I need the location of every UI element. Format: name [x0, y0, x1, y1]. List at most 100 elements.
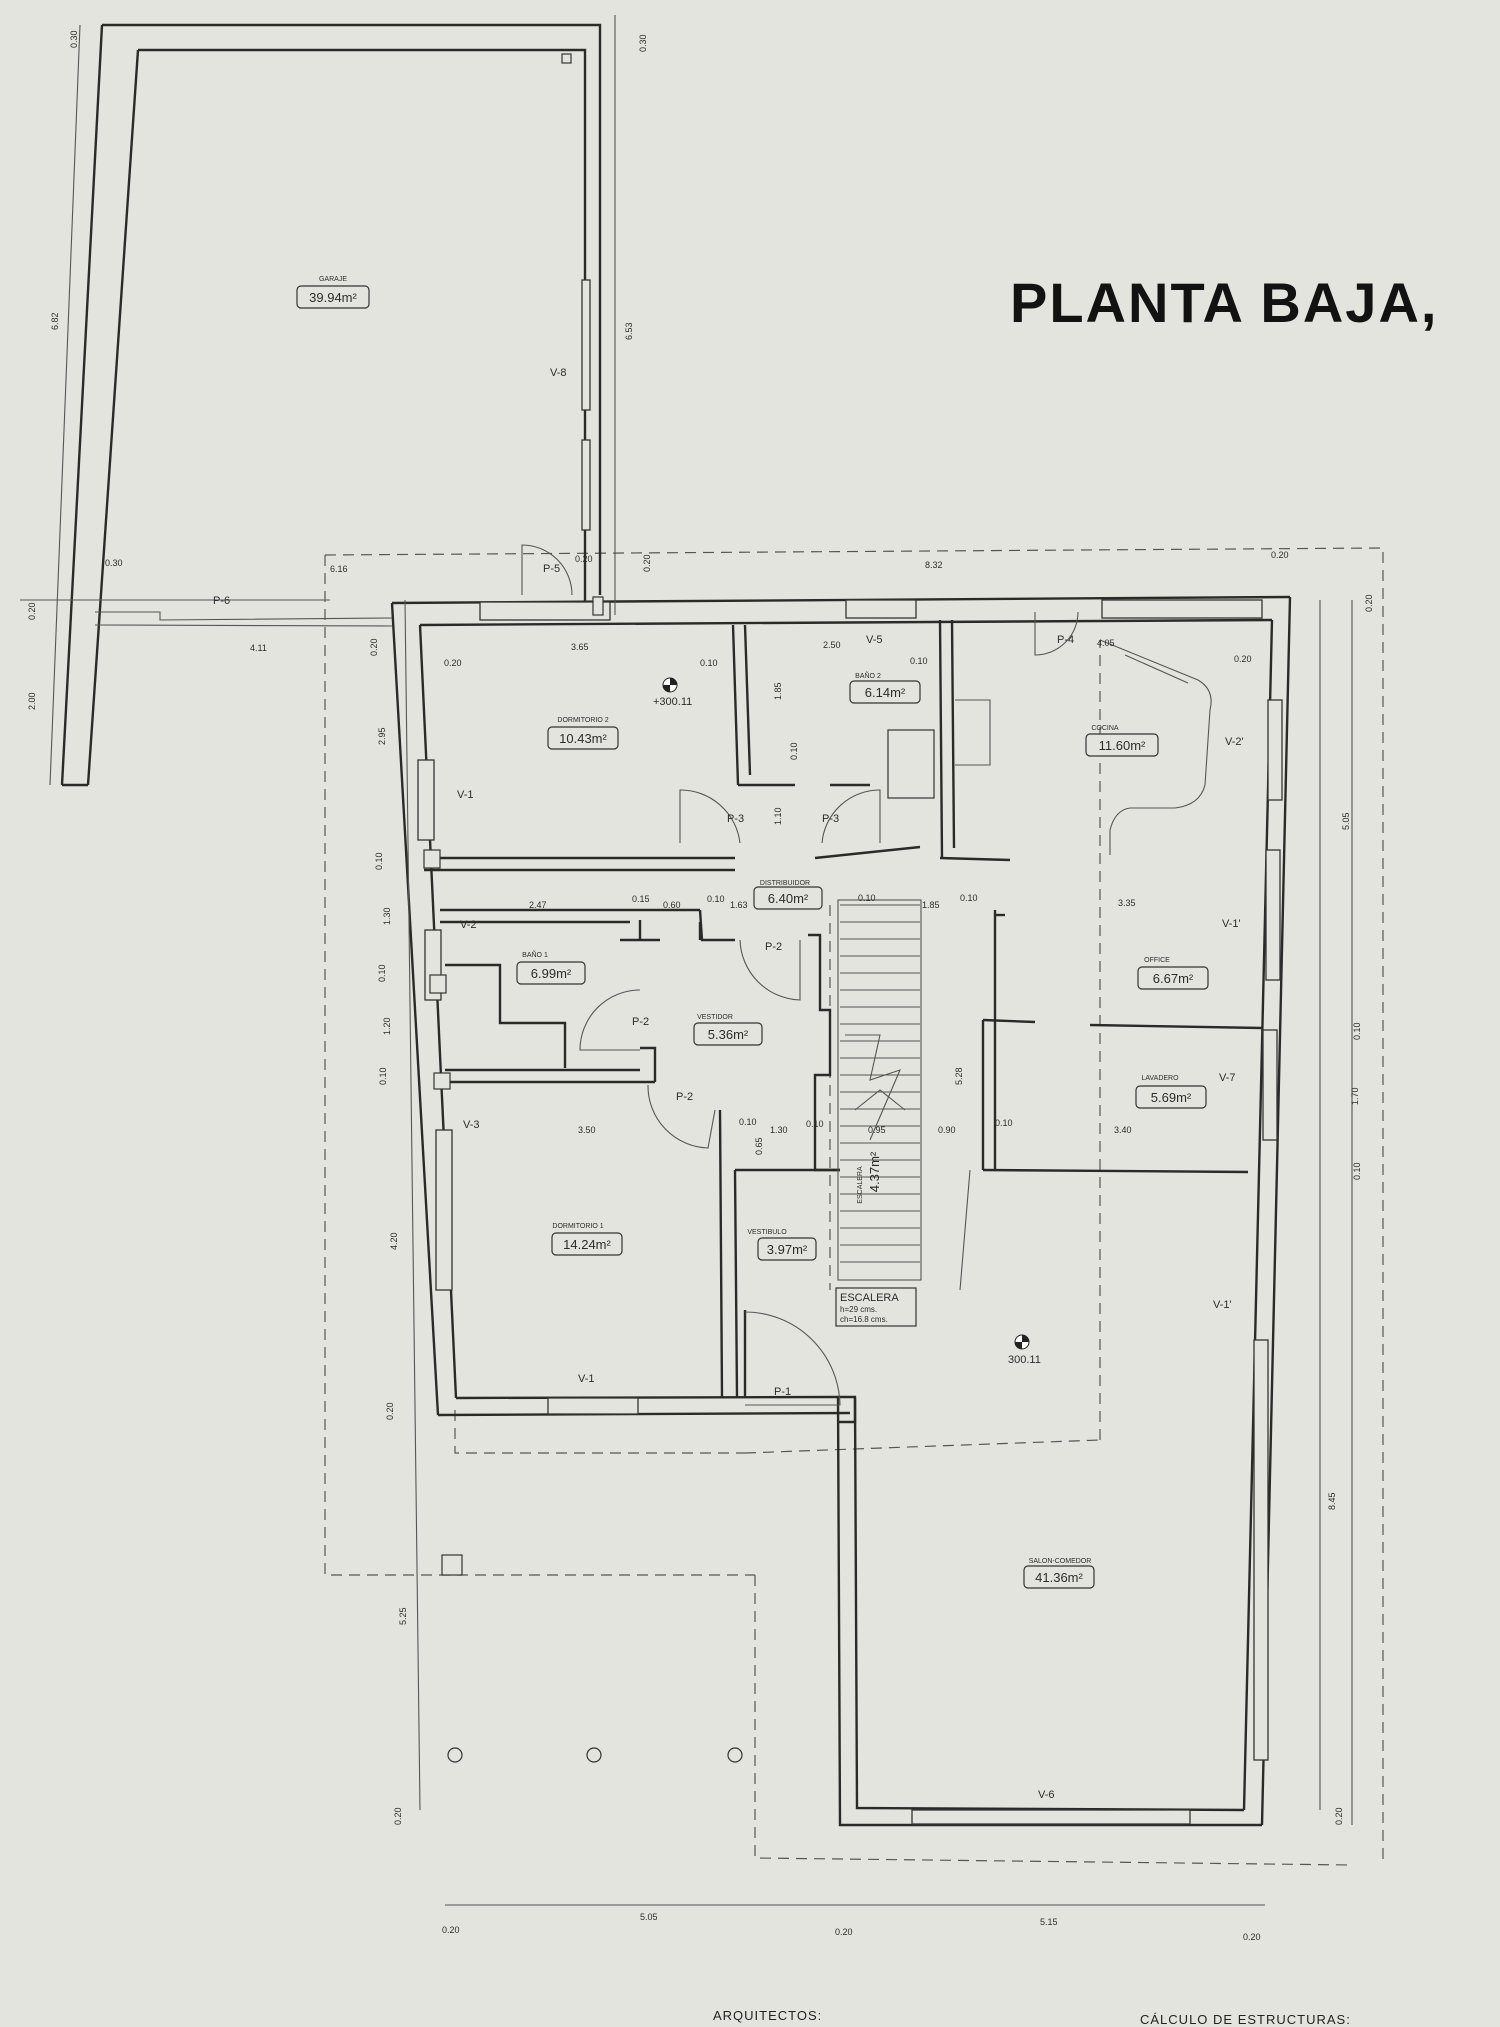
- window-label-v2: V-2: [460, 919, 477, 931]
- interior-walls: [94, 596, 1263, 1576]
- door-label-p2-b: P-2: [632, 1016, 649, 1028]
- dim-0-20-garage-door: 0.20: [575, 554, 593, 564]
- door-label-p3-right: P-3: [822, 813, 839, 825]
- dim-0-10-right-b: 0.10: [1352, 1162, 1362, 1180]
- room-area-cocina: 11.60m²: [1099, 738, 1146, 753]
- dim-0-20-garage-v: 0.20: [642, 554, 652, 572]
- level-upper: +300.11: [653, 696, 692, 708]
- room-area-garaje: 39.94m²: [309, 290, 357, 305]
- door-p4-arc: [1034, 611, 1079, 656]
- dim-2-50: 2.50: [823, 640, 841, 650]
- room-area-salon: 41.36m²: [1035, 1570, 1083, 1585]
- room-name-escalera: ESCALERA: [857, 1166, 864, 1204]
- room-area-lavadero: 5.69m²: [1151, 1090, 1192, 1105]
- dim-8-45: 8.45: [1327, 1492, 1337, 1510]
- dim-0-65: 0.65: [754, 1137, 764, 1155]
- window-label-v3: V-3: [463, 1119, 480, 1131]
- dim-0-10-left-b: 0.10: [377, 964, 387, 982]
- dim-1-70: 1.70: [1350, 1087, 1360, 1105]
- dim-4-11: 4.11: [250, 643, 267, 653]
- dim-0-10-vest-b: 0.10: [806, 1119, 824, 1129]
- room-name-office: OFFICE: [1144, 957, 1170, 964]
- dim-0-20-right-bottom: 0.20: [1334, 1807, 1344, 1825]
- dim-2-47: 2.47: [529, 900, 547, 910]
- dim-0-10-dist-a: 0.10: [707, 894, 725, 904]
- dim-0-10-dist-b: 0.10: [858, 893, 876, 903]
- room-area-dormitorio2: 10.43m²: [559, 731, 607, 746]
- room-area-bano2: 6.14m²: [865, 685, 906, 700]
- window-label-v2p: V-2': [1225, 736, 1244, 748]
- window-label-v1p-b: V-1': [1213, 1299, 1232, 1311]
- window-label-v7: V-7: [1219, 1072, 1236, 1084]
- dim-0-20-bottom-c: 0.20: [1243, 1932, 1261, 1942]
- dim-5-05: 5.05: [1341, 812, 1351, 830]
- dim-0-95: 0.95: [868, 1125, 886, 1135]
- door-label-p1: P-1: [774, 1386, 791, 1398]
- room-name-cocina: COCINA: [1091, 725, 1119, 732]
- stair-note: ESCALERA h=29 cms. ch=16.8 cms.: [840, 1292, 899, 1324]
- dim-3-35: 3.35: [1118, 898, 1136, 908]
- room-area-distribuidor: 6.40m²: [768, 891, 809, 906]
- room-name-bano2: BAÑO 2: [855, 671, 881, 680]
- dim-1-63: 1.63: [730, 900, 748, 910]
- door-label-p5: P-5: [543, 563, 560, 575]
- dim-8-32: 8.32: [925, 560, 943, 570]
- dim-6-53: 6.53: [624, 322, 634, 340]
- room-name-vestidor: VESTIDOR: [697, 1014, 733, 1021]
- dim-5-15: 5.15: [1040, 1917, 1058, 1927]
- dim-0-15: 0.15: [632, 894, 650, 904]
- level-marker-main: [1014, 1334, 1030, 1350]
- room-area-escalera: 4.37m²: [867, 1151, 882, 1192]
- dim-0-20-dorm2: 0.20: [444, 658, 462, 668]
- door-label-p4: P-4: [1057, 634, 1074, 646]
- doors: [521, 544, 1079, 1406]
- dim-0-10-left-c: 0.10: [378, 1067, 388, 1085]
- room-name-bano1: BAÑO 1: [522, 950, 548, 959]
- dim-0-20-left-d: 0.20: [385, 1402, 395, 1420]
- dim-0-20-top-right: 0.20: [1271, 550, 1289, 560]
- dim-0-10-dist-c: 0.10: [960, 893, 978, 903]
- dimension-labels: 0.30 0.30 6.82 6.53 0.30 0.20 0.20 0.20 …: [27, 30, 1374, 1942]
- room-name-garaje: GARAJE: [319, 276, 347, 283]
- room-area-dormitorio1: 14.24m²: [563, 1237, 611, 1252]
- room-name-vestibulo: VESTIBULO: [747, 1229, 787, 1236]
- dim-3-50: 3.50: [578, 1125, 596, 1135]
- dim-0-90: 0.90: [938, 1125, 956, 1135]
- dim-0-10-right-a: 0.10: [1352, 1022, 1362, 1040]
- dim-0-60: 0.60: [663, 900, 681, 910]
- dim-0-10-vest-a: 0.10: [739, 1117, 757, 1127]
- plan-title: PLANTA BAJA,: [1010, 271, 1439, 334]
- footprint-outline: [324, 547, 1384, 1866]
- dim-0-20-bottom-a: 0.20: [442, 1925, 460, 1935]
- window-label-v8: V-8: [550, 367, 567, 379]
- columns: [447, 1747, 743, 1763]
- dim-6-16: 6.16: [330, 564, 348, 574]
- dim-2-95: 2.95: [377, 727, 387, 745]
- room-area-boxes: [296, 285, 1209, 1589]
- room-name-dormitorio1: DORMITORIO 1: [552, 1223, 603, 1230]
- room-area-vestidor: 5.36m²: [708, 1027, 749, 1042]
- dim-2-00: 2.00: [27, 692, 37, 710]
- dim-4-05: 4.05: [1097, 638, 1115, 648]
- dim-5-05-bottom: 5.05: [640, 1912, 658, 1922]
- dim-0-20-right-top: 0.20: [1364, 594, 1374, 612]
- dim-0-20-left-e: 0.20: [393, 1807, 403, 1825]
- room-area-office: 6.67m²: [1153, 971, 1194, 986]
- dim-0-10-lav: 0.10: [995, 1118, 1013, 1128]
- dim-1-30-vest: 1.30: [770, 1125, 788, 1135]
- dim-5-25: 5.25: [398, 1607, 408, 1625]
- room-name-dormitorio2: DORMITORIO 2: [557, 717, 608, 724]
- level-marker-upper: [662, 677, 678, 693]
- door-label-p2-a: P-2: [765, 941, 782, 953]
- dim-0-20-bottom-b: 0.20: [835, 1927, 853, 1937]
- dim-0-30-garage-right: 0.30: [638, 34, 648, 52]
- dim-4-20: 4.20: [389, 1232, 399, 1250]
- dim-1-10: 1.10: [773, 807, 783, 825]
- window-label-v1p-a: V-1': [1222, 918, 1241, 930]
- door-label-p3-left: P-3: [727, 813, 744, 825]
- level-main: 300.11: [1008, 1354, 1041, 1366]
- dim-3-40: 3.40: [1114, 1125, 1132, 1135]
- dim-1-30-left: 1.30: [382, 907, 392, 925]
